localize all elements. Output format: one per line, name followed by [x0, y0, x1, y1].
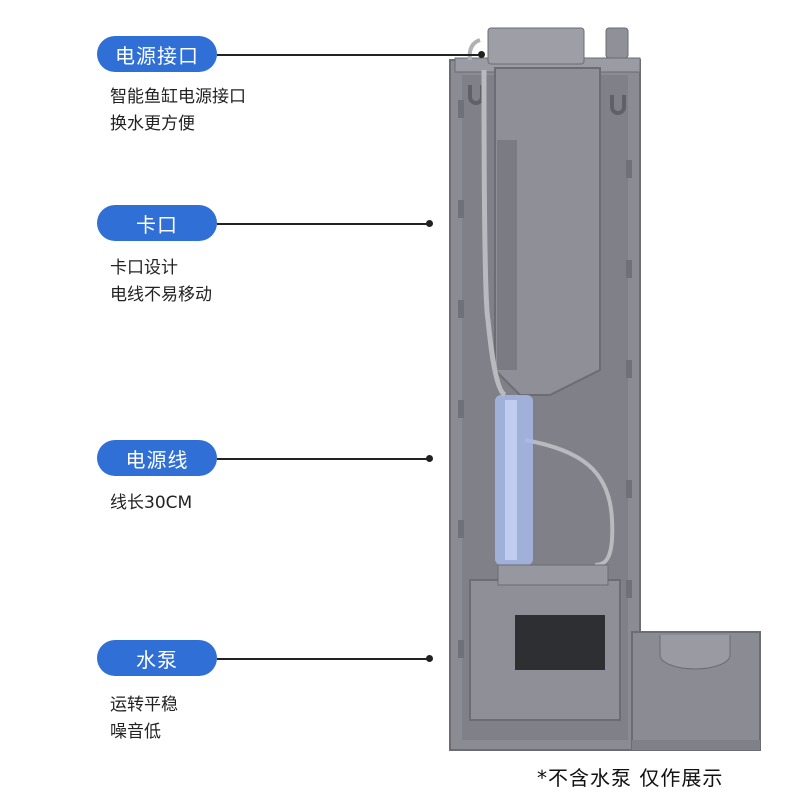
leader-line	[217, 54, 482, 56]
callout-desc-power-cord: 线长30CM	[110, 490, 192, 517]
desc-line: 智能鱼缸电源接口	[110, 87, 246, 107]
leader-dot	[426, 220, 433, 227]
footnote: *不含水泵 仅作展示	[537, 766, 724, 790]
callout-desc-clip: 卡口设计 电线不易移动	[110, 255, 212, 309]
desc-line: 电线不易移动	[110, 285, 212, 305]
callout-desc-pump: 运转平稳 噪音低	[110, 692, 178, 746]
leader-dot	[478, 51, 485, 58]
leader-dot	[426, 455, 433, 462]
leader-line	[217, 658, 429, 660]
leader-dot	[426, 655, 433, 662]
callout-label-clip: 卡口	[97, 205, 217, 241]
desc-line: 运转平稳	[110, 695, 178, 715]
callout-desc-power-port: 智能鱼缸电源接口 换水更方便	[110, 84, 246, 138]
leader-line	[217, 458, 429, 460]
leader-line	[217, 223, 429, 225]
callout-label-power-port: 电源接口	[97, 36, 217, 72]
desc-line: 卡口设计	[110, 258, 178, 278]
desc-line: 换水更方便	[110, 114, 195, 134]
desc-line: 线长30CM	[110, 493, 193, 513]
callout-label-pump: 水泵	[97, 640, 217, 676]
desc-line: 噪音低	[110, 722, 161, 742]
callout-label-power-cord: 电源线	[97, 440, 217, 476]
